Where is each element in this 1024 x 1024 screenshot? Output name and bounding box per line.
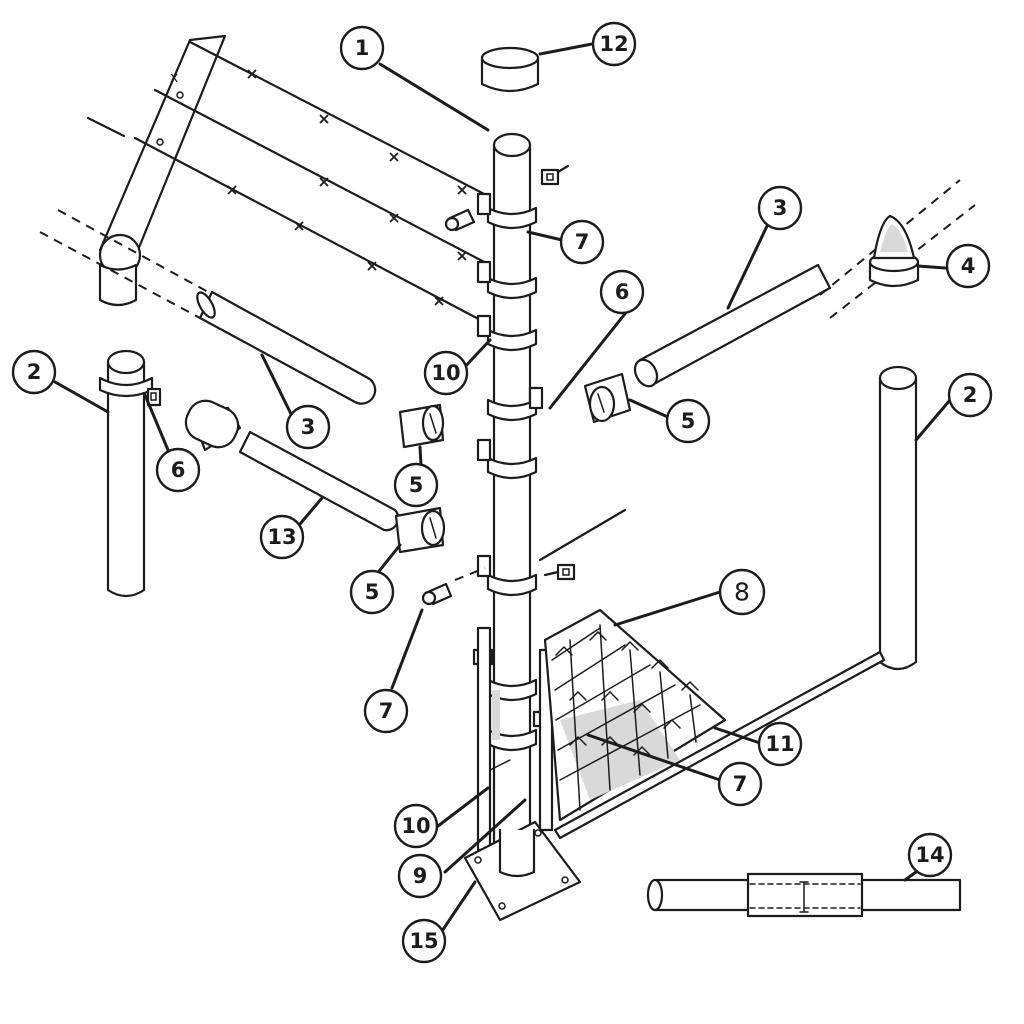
mesh-pattern <box>551 624 701 811</box>
svg-text:2: 2 <box>27 360 42 384</box>
callout-7-mesh: 7 <box>717 761 763 807</box>
nut-lower <box>543 563 576 581</box>
nut-upper <box>540 164 570 186</box>
svg-text:8: 8 <box>734 578 750 607</box>
rail-end-left-upper <box>398 403 445 449</box>
callout-5-lower: 5 <box>349 569 395 615</box>
terminal-post-left <box>98 349 162 598</box>
svg-text:3: 3 <box>773 196 788 220</box>
svg-text:10: 10 <box>401 814 430 838</box>
svg-text:6: 6 <box>615 280 630 304</box>
svg-text:13: 13 <box>267 525 296 549</box>
callout-5-upper: 5 <box>393 462 439 508</box>
svg-text:11: 11 <box>765 732 794 756</box>
callout-3-left: 3 <box>285 404 331 450</box>
carriage-bolt-upper <box>444 208 476 232</box>
callout-5-right: 5 <box>665 398 711 444</box>
svg-text:5: 5 <box>365 580 380 604</box>
rail-guide-lines <box>39 179 976 319</box>
svg-text:9: 9 <box>413 864 428 888</box>
rail-end-right <box>583 372 632 424</box>
post-bands <box>486 206 538 752</box>
barbs <box>227 69 467 306</box>
terminal-post-right <box>878 365 918 671</box>
base-plate <box>463 820 582 922</box>
svg-text:5: 5 <box>409 473 424 497</box>
svg-text:1: 1 <box>355 36 370 60</box>
svg-text:14: 14 <box>915 843 944 867</box>
svg-text:x: x <box>170 70 178 86</box>
svg-text:2: 2 <box>963 383 978 407</box>
svg-text:4: 4 <box>961 254 976 278</box>
callout-12: 12 <box>591 21 637 67</box>
rail-sleeve <box>184 399 400 532</box>
top-rail-left <box>196 290 377 405</box>
top-rail-right <box>633 263 832 388</box>
barbed-wire-arm: x <box>98 34 227 307</box>
tension-wire <box>538 508 627 562</box>
callout-10-lower: 10 <box>393 803 439 849</box>
callout-9: 9 <box>397 853 443 899</box>
svg-text:7: 7 <box>733 772 748 796</box>
callout-13: 13 <box>259 514 305 560</box>
callout-15: 15 <box>401 918 447 964</box>
bottom-tension-wire <box>553 650 886 840</box>
carriage-bolt-lower <box>421 567 486 606</box>
svg-text:7: 7 <box>575 230 590 254</box>
post-cap <box>480 46 540 93</box>
svg-text:15: 15 <box>409 929 438 953</box>
svg-text:7: 7 <box>379 699 394 723</box>
callout-3-right: 3 <box>757 185 803 231</box>
line-post <box>472 132 554 877</box>
callout-7-upper: 7 <box>559 219 605 265</box>
callout-4: 4 <box>945 243 991 289</box>
rail-sleeve-detail <box>646 872 962 918</box>
loop-cap <box>868 214 920 288</box>
chain-link-mesh <box>543 608 727 822</box>
callout-2-left: 2 <box>11 349 57 395</box>
svg-text:6: 6 <box>171 458 186 482</box>
callout-11: 11 <box>757 721 803 767</box>
svg-text:12: 12 <box>599 32 628 56</box>
leader-lines <box>53 42 952 936</box>
callout-7-lower-left: 7 <box>363 688 409 734</box>
callout-6-right: 6 <box>599 269 645 315</box>
svg-text:5: 5 <box>681 409 696 433</box>
rail-end-left-lower <box>394 506 446 554</box>
svg-text:3: 3 <box>301 415 316 439</box>
callout-2-right: 2 <box>947 372 993 418</box>
barbed-wire-strands <box>86 40 492 327</box>
callout-6-left: 6 <box>155 447 201 493</box>
callout-1: 1 <box>339 25 385 71</box>
callout-10-upper: 10 <box>423 350 469 396</box>
svg-text:10: 10 <box>431 361 460 385</box>
callout-14: 14 <box>907 832 953 878</box>
callout-8: 8 <box>718 568 766 616</box>
